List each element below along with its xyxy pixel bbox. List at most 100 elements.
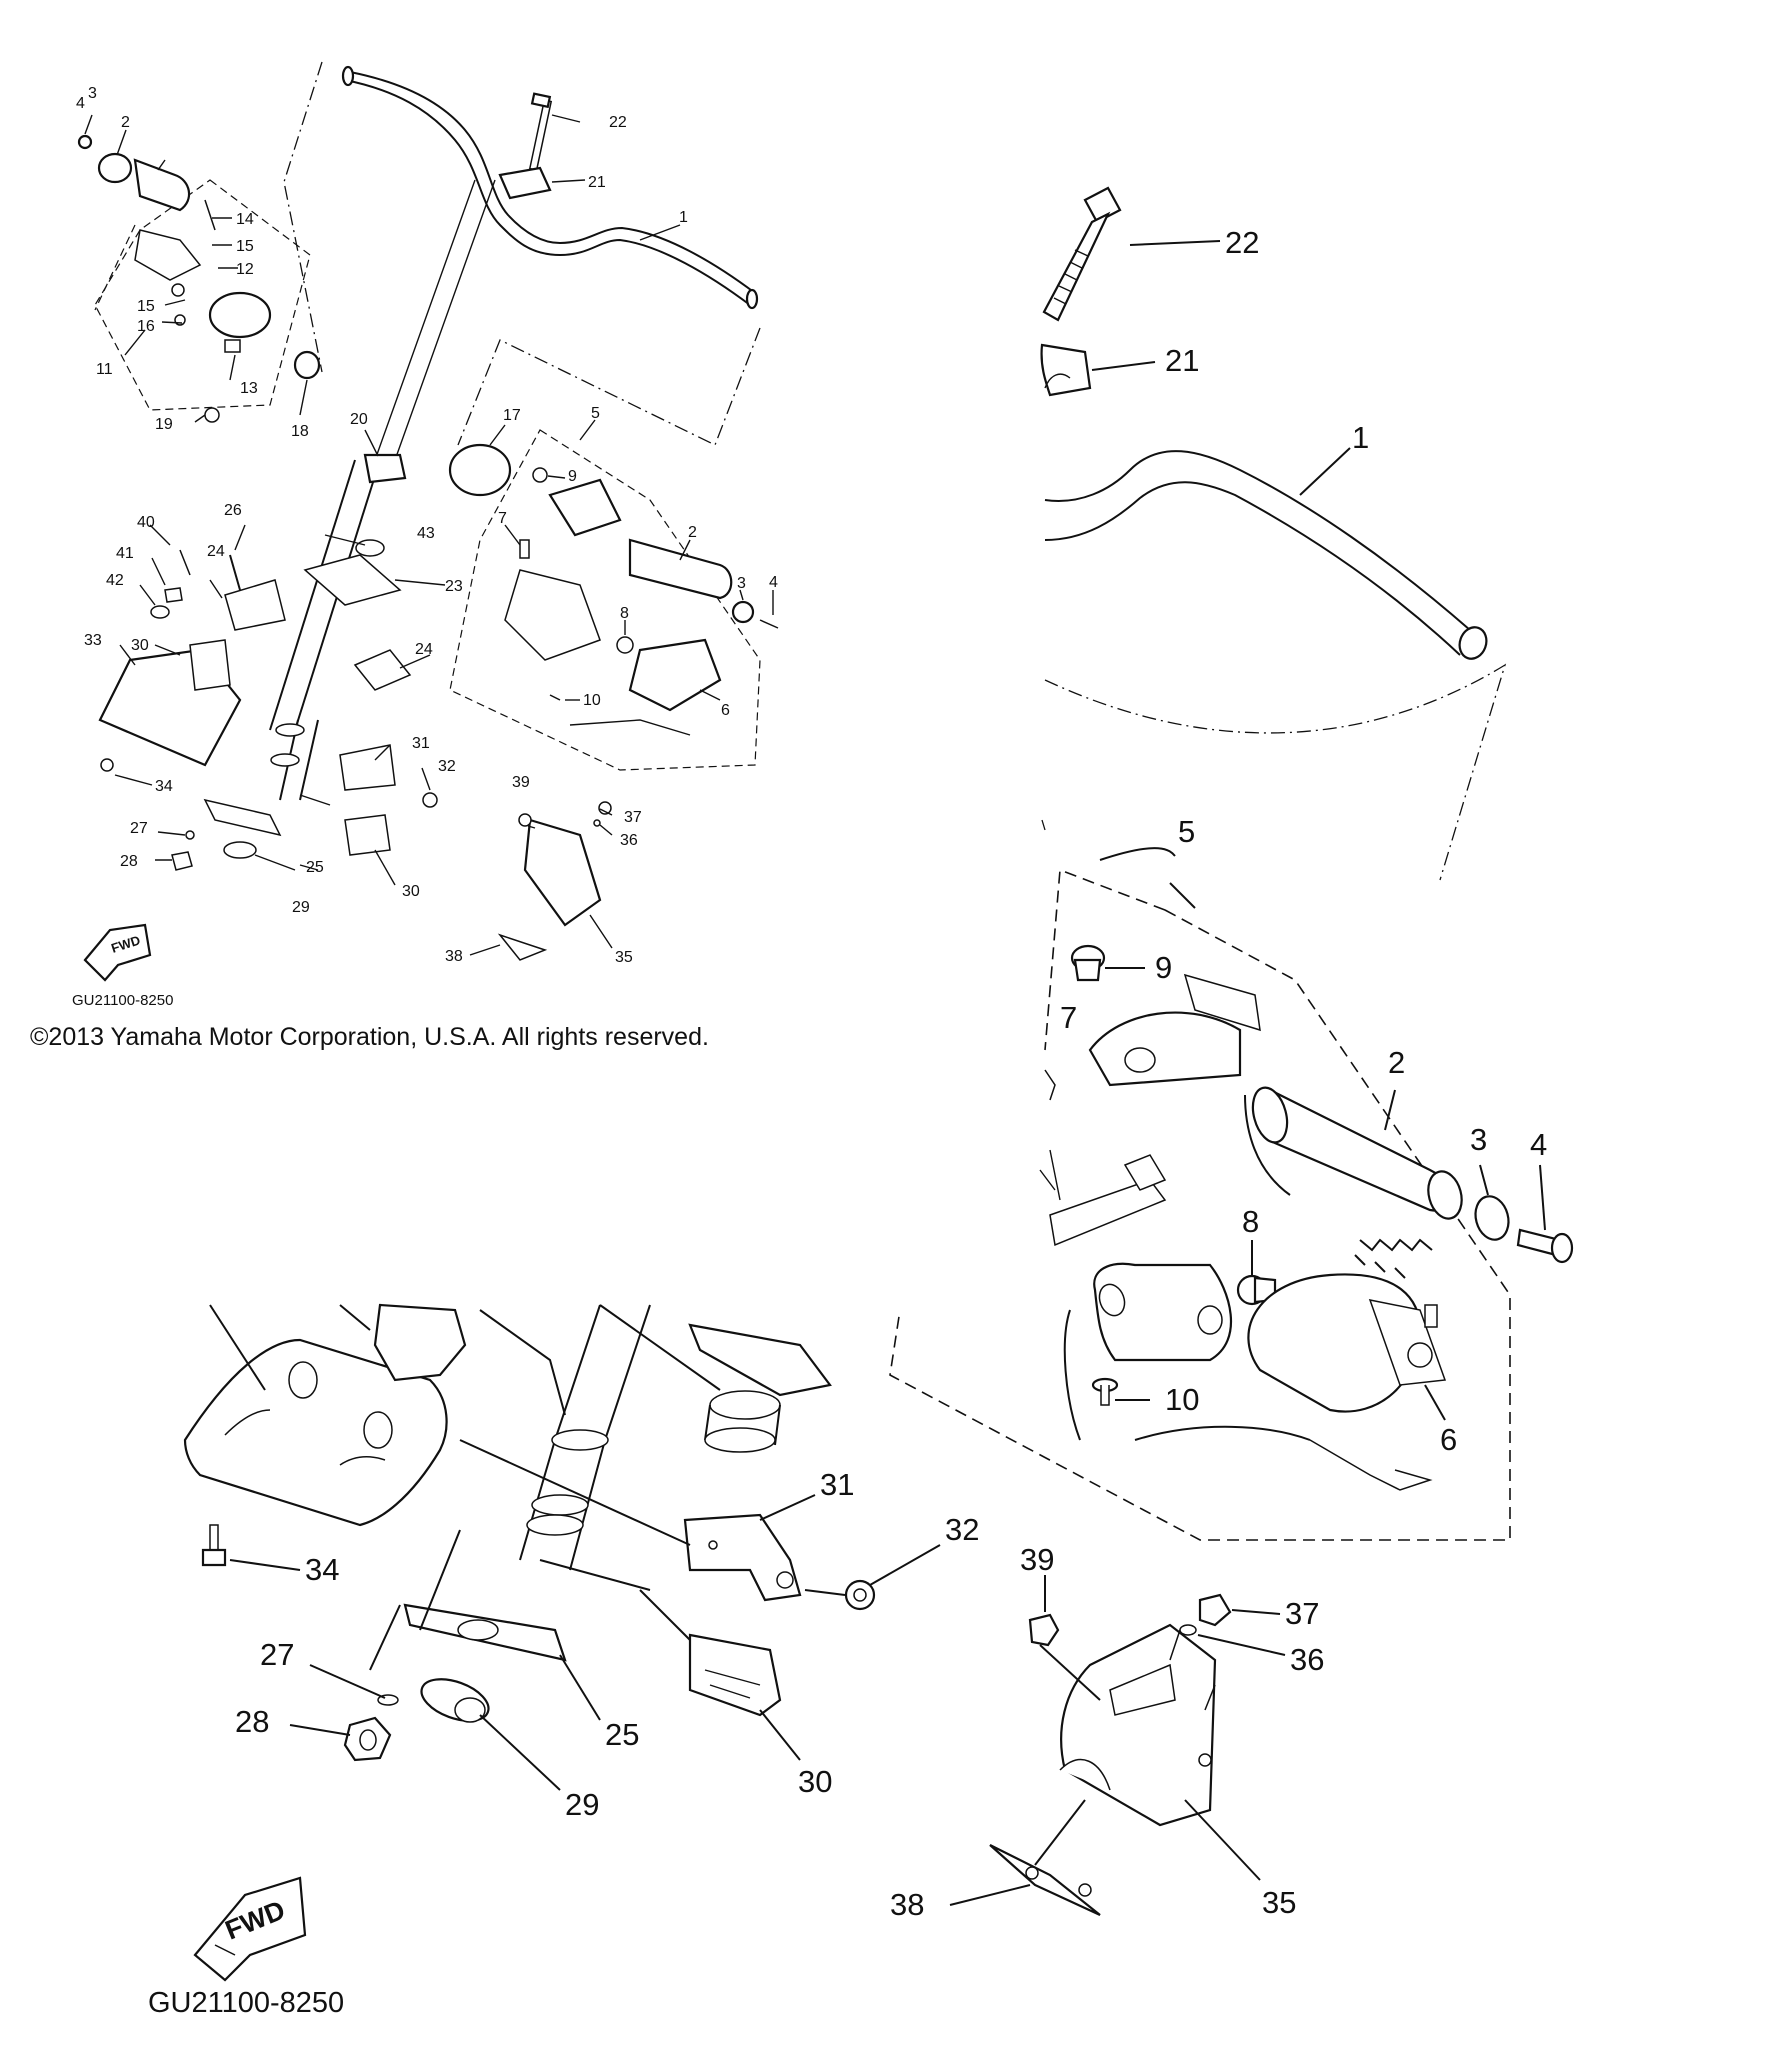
overview-callout-11: 11 bbox=[96, 361, 113, 378]
detail-leader-38 bbox=[949, 1884, 1031, 1906]
overview-throttle-housing-17 bbox=[448, 443, 512, 497]
detail-clamp-21 bbox=[1040, 343, 1092, 397]
overview-callout-40: 40 bbox=[137, 514, 155, 531]
overview-leader-lines bbox=[84, 114, 774, 956]
detail-callout-34: 34 bbox=[305, 1552, 339, 1587]
overview-bolt-19 bbox=[204, 407, 220, 423]
detail-callout-8: 8 bbox=[1242, 1204, 1259, 1239]
overview-callout-42: 42 bbox=[106, 572, 124, 589]
detail-right-switch-view: 5 9 7 2 3 4 8 10 6 bbox=[889, 814, 1574, 1541]
detail-leader-3 bbox=[1479, 1164, 1489, 1196]
overview-callout-43: 43 bbox=[417, 525, 435, 542]
overview-callout-6: 6 bbox=[721, 702, 730, 719]
overview-callout-24b: 24 bbox=[415, 641, 433, 658]
detail-callout-32: 32 bbox=[945, 1512, 979, 1547]
overview-washer-27 bbox=[185, 830, 195, 840]
detail-nut-37 bbox=[1198, 1593, 1232, 1627]
overview-switch-base bbox=[504, 569, 601, 661]
detail-screw-9 bbox=[1070, 944, 1106, 982]
detail-nut-32 bbox=[844, 1579, 876, 1611]
overview-washer-3b bbox=[731, 600, 755, 624]
overview-clip-29 bbox=[223, 841, 257, 859]
overview-callout-21: 21 bbox=[588, 174, 606, 191]
overview-callout-15: 15 bbox=[236, 238, 254, 255]
detail-nut-28 bbox=[343, 1716, 392, 1762]
overview-callout-3b: 3 bbox=[737, 575, 746, 592]
detail-callout-2: 2 bbox=[1388, 1045, 1405, 1080]
overview-plate-25 bbox=[203, 798, 282, 837]
detail-callout-4: 4 bbox=[1530, 1127, 1547, 1162]
detail-switch-lower-body bbox=[1039, 1149, 1233, 1362]
detail-bracket-24 bbox=[688, 1323, 832, 1453]
detail-leader-6 bbox=[1424, 1384, 1446, 1421]
overview-grip-2b bbox=[628, 538, 733, 600]
detail-bolt-22 bbox=[1042, 186, 1122, 322]
overview-callout-30b: 30 bbox=[402, 883, 420, 900]
detail-throttle-cable-end bbox=[1183, 973, 1261, 1032]
detail-callout-27: 27 bbox=[260, 1637, 294, 1672]
overview-nut-42 bbox=[150, 605, 170, 619]
detail-callout-7: 7 bbox=[1060, 1000, 1077, 1035]
overview-nut-32 bbox=[422, 792, 438, 808]
detail-bolt-34 bbox=[201, 1524, 227, 1567]
overview-collar-18 bbox=[293, 350, 321, 380]
overview-callout-4b: 4 bbox=[769, 574, 778, 591]
overview-callout-5: 5 bbox=[591, 405, 600, 422]
detail-callout-31: 31 bbox=[820, 1467, 854, 1502]
overview-pin-14 bbox=[204, 199, 216, 231]
detail-callout-1: 1 bbox=[1352, 420, 1369, 455]
detail-callout-37: 37 bbox=[1285, 1596, 1319, 1631]
overview-callout-19: 19 bbox=[155, 416, 173, 433]
overview-wire-lead bbox=[569, 719, 691, 736]
detail-fwd-arrow: FWD bbox=[193, 1876, 307, 1982]
overview-callout-22: 22 bbox=[609, 114, 627, 131]
detail-clip-29 bbox=[420, 1678, 490, 1723]
overview-fwd-arrow: FWD bbox=[83, 923, 152, 982]
overview-callout-7: 7 bbox=[498, 510, 507, 527]
detail-grip-2 bbox=[1251, 1086, 1463, 1220]
detail-leader-4 bbox=[1539, 1164, 1546, 1231]
overview-callout-35: 35 bbox=[615, 949, 633, 966]
overview-callout-3: 3 bbox=[88, 85, 97, 102]
detail-handlebar-envelope bbox=[1044, 663, 1507, 881]
overview-callout-32: 32 bbox=[438, 758, 456, 775]
detail-callout-35: 35 bbox=[1262, 1885, 1296, 1920]
overview-callout-10: 10 bbox=[583, 692, 601, 709]
overview-bolt-40 bbox=[179, 549, 191, 576]
overview-callout-25: 25 bbox=[306, 859, 324, 876]
detail-callout-29: 29 bbox=[565, 1787, 599, 1822]
detail-bottom-mount-view: 31 32 34 27 28 25 29 30 39 37 36 38 35 bbox=[183, 1303, 1324, 1922]
overview-callout-26: 26 bbox=[224, 502, 242, 519]
detail-leader-21 bbox=[1091, 361, 1156, 371]
overview-handlebar-envelope-right bbox=[457, 327, 761, 446]
detail-leader-35 bbox=[1184, 1799, 1261, 1881]
detail-leader-5 bbox=[1169, 882, 1196, 909]
overview-callout-16: 16 bbox=[137, 318, 155, 335]
overview-washer-3 bbox=[97, 152, 133, 184]
overview-callout-20: 20 bbox=[350, 411, 368, 428]
overview-handlebar-envelope-left bbox=[283, 61, 323, 373]
detail-relay-35 bbox=[1059, 1623, 1217, 1827]
detail-callout-21: 21 bbox=[1165, 343, 1199, 378]
detail-screw-8 bbox=[1236, 1274, 1277, 1306]
overview-bolt-34 bbox=[100, 758, 114, 772]
detail-diagram-code: GU21100-8250 bbox=[148, 1987, 344, 2019]
overview-callout-2b: 2 bbox=[688, 524, 697, 541]
overview-callout-23: 23 bbox=[445, 578, 463, 595]
overview-spring-13 bbox=[224, 339, 241, 353]
detail-wire-connector bbox=[1309, 1439, 1433, 1491]
overview-grip-2 bbox=[133, 158, 191, 212]
overview-screw-10 bbox=[549, 694, 561, 701]
overview-bracket-24 bbox=[224, 579, 286, 631]
detail-leader-1 bbox=[1299, 447, 1351, 496]
overview-bracket-30b bbox=[344, 814, 391, 856]
detail-callout-28: 28 bbox=[235, 1704, 269, 1739]
overview-callout-34: 34 bbox=[155, 778, 173, 795]
overview-clamp-21 bbox=[498, 166, 552, 200]
overview-callout-33: 33 bbox=[84, 632, 102, 649]
detail-top-handlebar-view: 22 21 1 bbox=[1040, 186, 1507, 881]
detail-callout-36: 36 bbox=[1290, 1642, 1324, 1677]
detail-leader-29 bbox=[479, 1714, 561, 1791]
detail-callout-39: 39 bbox=[1020, 1542, 1054, 1577]
